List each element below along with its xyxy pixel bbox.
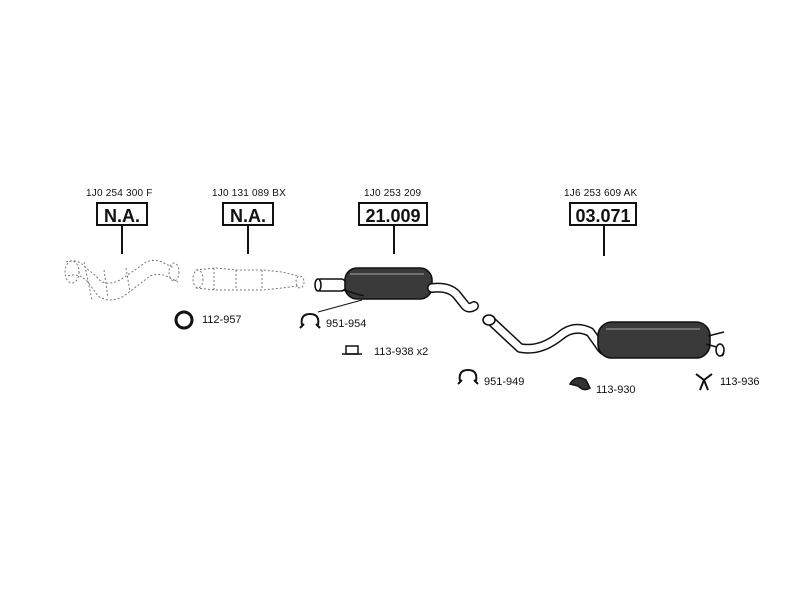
part-number[interactable]: 113-938 x2 [374, 346, 429, 358]
leader-lines [317, 299, 363, 313]
oem-reference: 1J0 253 209 [364, 188, 422, 199]
front-muffler [314, 267, 479, 313]
hanger-bracket-icon [568, 377, 591, 391]
gasket-ring-icon [174, 310, 194, 330]
part-number[interactable]: 113-930 [596, 384, 636, 396]
rubber-mount-icon [342, 345, 362, 355]
leader-line [603, 226, 605, 256]
leader-line [247, 226, 249, 254]
oem-reference: 1J0 131 089 BX [212, 188, 286, 199]
part-code-box[interactable]: N.A. [222, 202, 274, 226]
part-number[interactable]: 112-957 [202, 314, 242, 326]
leader-line [121, 226, 123, 254]
pipe-clamp-icon [457, 368, 479, 385]
pipe-clamp-icon [299, 312, 321, 329]
oem-reference: 1J6 253 609 AK [564, 188, 638, 199]
part-code-box[interactable]: 03.071 [569, 202, 637, 226]
part-code-box[interactable]: 21.009 [358, 202, 428, 226]
part-number[interactable]: 951-954 [326, 318, 367, 330]
rear-muffler [482, 314, 725, 359]
part-number[interactable]: 951-949 [484, 376, 525, 388]
front-pipe-na [64, 259, 180, 301]
catalyst-na [192, 267, 305, 291]
rubber-hanger-icon [695, 373, 713, 391]
oem-reference: 1J0 254 300 F [86, 188, 153, 199]
part-code-box[interactable]: N.A. [96, 202, 148, 226]
leader-line [393, 226, 395, 254]
part-number[interactable]: 113-936 [720, 376, 760, 388]
